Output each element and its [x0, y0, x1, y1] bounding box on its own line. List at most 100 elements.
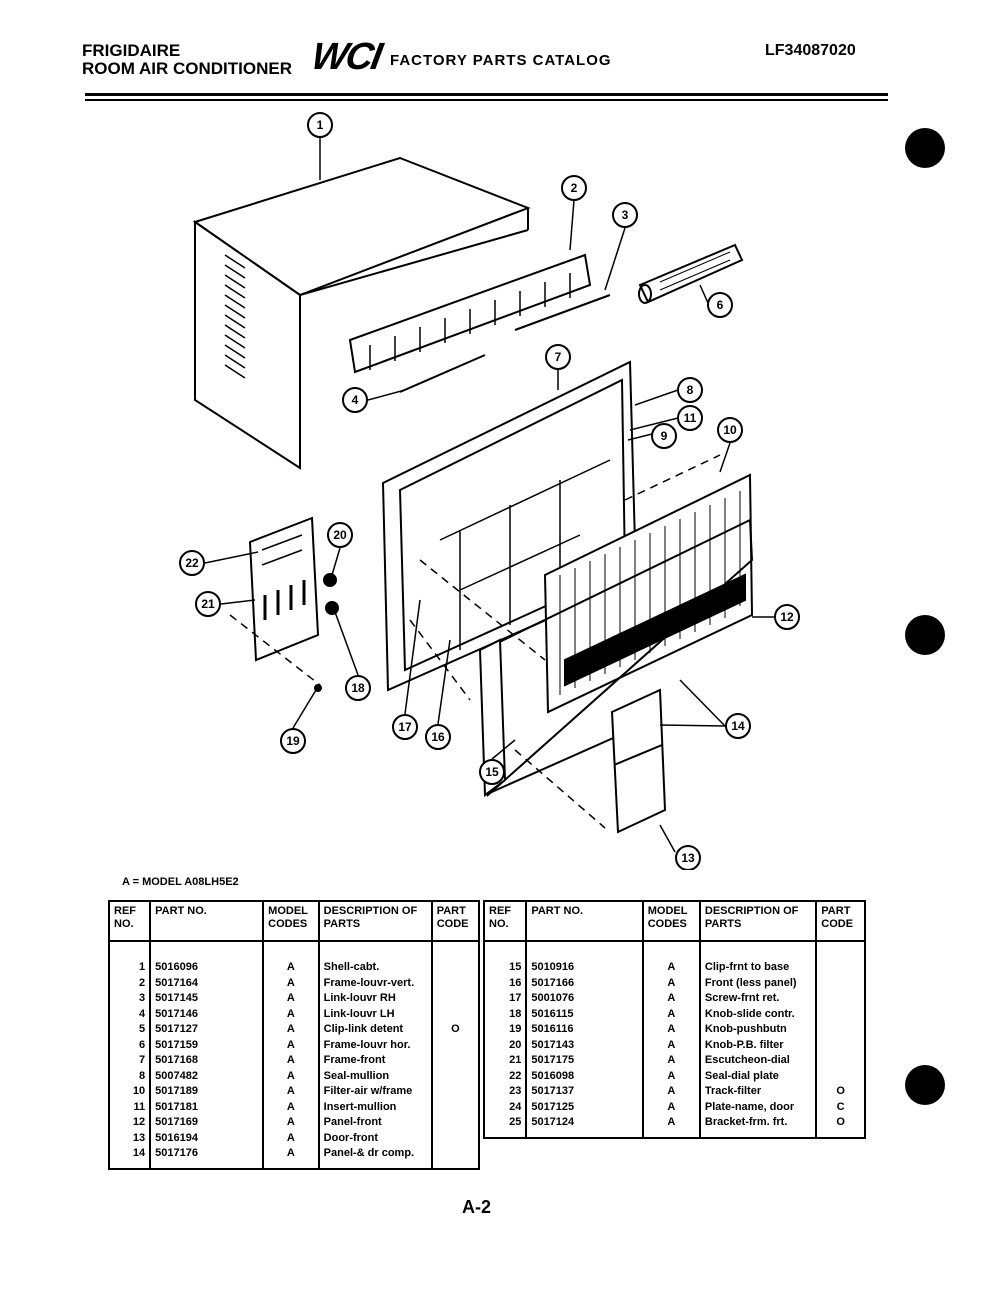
cabinet-shell [192, 156, 531, 470]
cell-desc: Panel-& dr comp. [317, 1146, 433, 1170]
cell-part: 5017124 [525, 1115, 644, 1131]
cell-code [430, 1130, 481, 1146]
cell-model: A [262, 1146, 320, 1170]
cell-part: 5017176 [149, 1146, 265, 1170]
svg-text:13: 13 [681, 851, 695, 865]
desc-header: DESCRIPTION OF PARTS [698, 900, 818, 942]
cell-part: 5016116 [525, 1022, 644, 1038]
callout-12: 12 [774, 604, 800, 630]
cell-part: 5017125 [525, 1099, 644, 1115]
cell-ref: 19 [482, 1022, 528, 1038]
cell-code: O [815, 1115, 866, 1131]
part-header: PART NO. [149, 900, 265, 942]
callout-2: 2 [561, 175, 587, 201]
front-bezel [478, 518, 754, 798]
cell-model: A [262, 1037, 320, 1053]
cell-part [525, 1130, 644, 1139]
cell-model: A [262, 1053, 320, 1069]
svg-text:19: 19 [286, 734, 300, 748]
cell-part: 5017164 [149, 975, 265, 991]
cell-model: A [262, 1068, 320, 1084]
cell-model: A [641, 1006, 701, 1022]
cell-model: A [641, 1099, 701, 1115]
cell-ref: 21 [482, 1053, 528, 1069]
cell-ref: 25 [482, 1115, 528, 1131]
cell-desc: Link-louvr LH [317, 1006, 433, 1022]
cell-part: 5016115 [525, 1006, 644, 1022]
callout-markers: 1 2 3 6 7 8 11 9 10 4 22 20 21 18 19 17 … [179, 112, 800, 870]
callout-18: 18 [345, 675, 371, 701]
cell-desc: Link-louvr RH [317, 991, 433, 1007]
cell-model: A [641, 1068, 701, 1084]
callout-9: 9 [651, 423, 677, 449]
cell-model: A [262, 941, 320, 976]
cell-ref [482, 1130, 528, 1139]
cell-ref: 24 [482, 1099, 528, 1115]
cell-desc: Clip-link detent [317, 1022, 433, 1038]
page-number: A-2 [462, 1197, 492, 1217]
cell-part: 5017181 [149, 1099, 265, 1115]
svg-text:15: 15 [485, 765, 499, 779]
cell-desc: Frame-front [317, 1053, 433, 1069]
cell-code [430, 1037, 481, 1053]
cell-model [641, 1130, 701, 1139]
cell-ref: 15 [482, 941, 528, 976]
cell-desc: Frame-louvr hor. [317, 1037, 433, 1053]
callout-8: 8 [677, 377, 703, 403]
cell-ref: 12 [107, 1115, 152, 1131]
cell-part: 5016194 [149, 1130, 265, 1146]
cell-desc: Shell-cabt. [317, 941, 433, 976]
front-door [610, 688, 667, 834]
svg-text:22: 22 [185, 556, 199, 570]
cell-part: 5016098 [525, 1068, 644, 1084]
cell-code: O [430, 1022, 481, 1038]
cell-part: 5017145 [149, 991, 265, 1007]
cell-ref: 6 [107, 1037, 152, 1053]
svg-text:16: 16 [431, 730, 445, 744]
front-panel [543, 473, 754, 714]
exploded-parts-diagram: 1 2 3 6 7 8 11 9 10 4 22 20 21 18 19 17 … [179, 112, 800, 870]
cell-code [430, 1146, 481, 1170]
cell-part: 5017159 [149, 1037, 265, 1053]
document-number: LF34087020 [765, 42, 856, 59]
cell-part: 5007482 [149, 1068, 265, 1084]
svg-text:12: 12 [780, 610, 794, 624]
cell-model: A [641, 1053, 701, 1069]
header-rule [85, 93, 888, 96]
cell-part: 5017127 [149, 1022, 265, 1038]
svg-text:6: 6 [717, 298, 724, 312]
model-legend: A = MODEL A08LH5E2 [122, 876, 239, 888]
cell-code [815, 1037, 866, 1053]
cell-ref: 17 [482, 991, 528, 1007]
cell-model: A [641, 991, 701, 1007]
cell-desc: Frame-louvr-vert. [317, 975, 433, 991]
svg-text:8: 8 [687, 383, 694, 397]
cell-desc: Bracket-frm. frt. [698, 1115, 818, 1131]
cell-model: A [262, 1084, 320, 1100]
svg-text:9: 9 [661, 429, 668, 443]
cell-code [430, 1084, 481, 1100]
wci-logo: WCI [308, 36, 384, 78]
control-escutcheon [248, 516, 320, 662]
model-header: MODEL CODES [262, 900, 320, 942]
cell-ref: 13 [107, 1130, 152, 1146]
cell-part: 5017146 [149, 1006, 265, 1022]
svg-text:4: 4 [352, 393, 359, 407]
table-row [482, 1130, 866, 1139]
cell-code: C [815, 1099, 866, 1115]
parts-table-right: REF NO. PART NO. MODEL CODES DESCRIPTION… [482, 900, 866, 1139]
cell-code [815, 975, 866, 991]
